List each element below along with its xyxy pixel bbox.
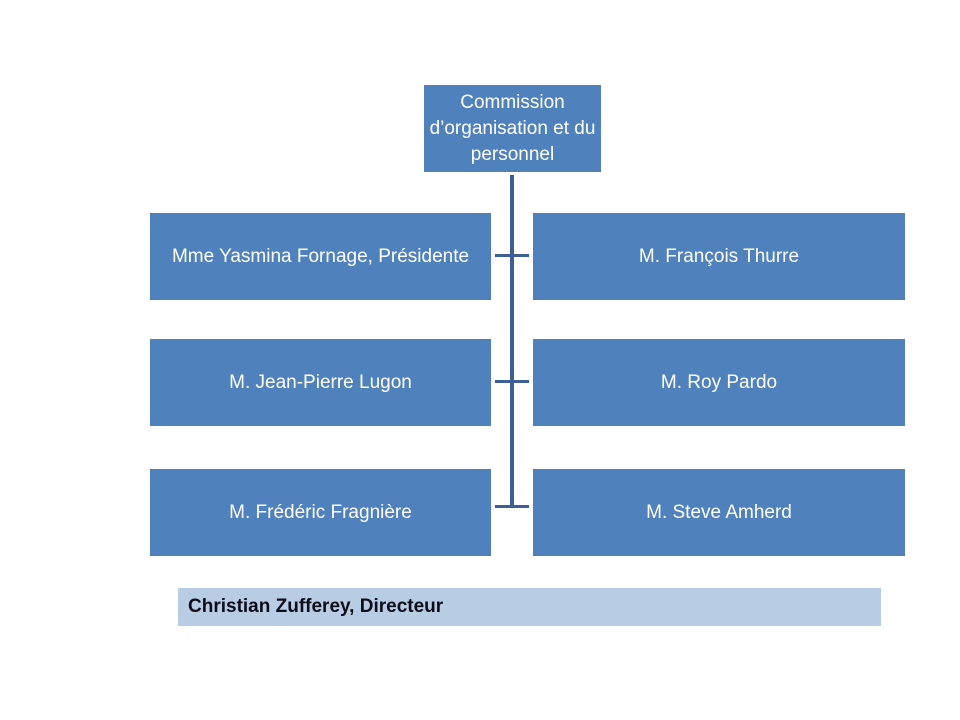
member-node-fornage: Mme Yasmina Fornage, Présidente xyxy=(150,213,491,300)
connector-row-2 xyxy=(495,380,529,383)
member-node-amherd: M. Steve Amherd xyxy=(533,469,905,556)
member-label: Mme Yasmina Fornage, Présidente xyxy=(171,245,470,267)
member-node-lugon: M. Jean-Pierre Lugon xyxy=(150,339,491,426)
member-label: M. Roy Pardo xyxy=(660,371,778,393)
root-node-label: Commission d’organisation et du personne… xyxy=(429,91,596,165)
member-label: M. François Thurre xyxy=(638,245,800,267)
connector-row-3 xyxy=(495,505,529,508)
director-label: Christian Zufferey, Directeur xyxy=(188,596,444,617)
member-node-pardo: M. Roy Pardo xyxy=(533,339,905,426)
root-node-commission: Commission d’organisation et du personne… xyxy=(424,85,601,172)
member-label: M. Frédéric Fragnière xyxy=(229,501,412,523)
director-bar: Christian Zufferey, Directeur xyxy=(178,588,881,626)
member-node-thurre: M. François Thurre xyxy=(533,213,905,300)
member-label: M. Jean-Pierre Lugon xyxy=(229,371,412,393)
member-node-fragniere: M. Frédéric Fragnière xyxy=(150,469,491,556)
member-label: M. Steve Amherd xyxy=(646,501,792,523)
connector-row-1 xyxy=(495,254,529,257)
vertical-connector xyxy=(510,175,514,508)
